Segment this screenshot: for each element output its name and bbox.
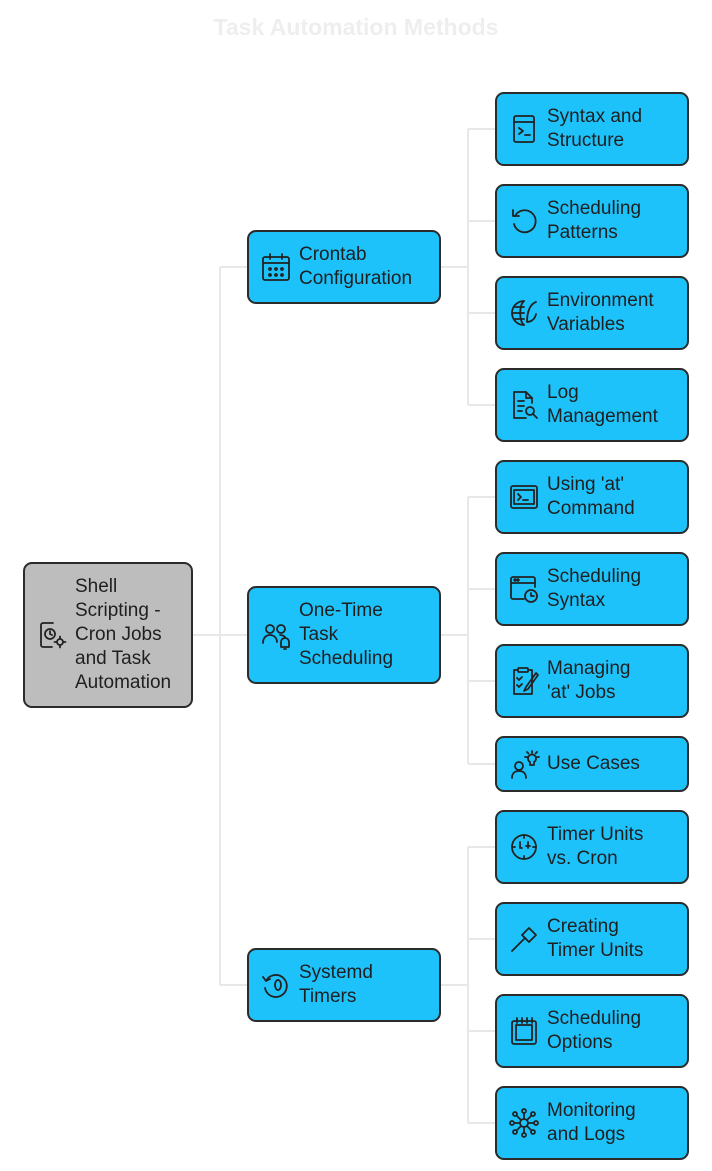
rotate-arrow-icon (507, 204, 541, 238)
leaf-use-cases: Use Cases (495, 736, 689, 792)
network-hub-icon (507, 1106, 541, 1140)
terminal-window-icon (507, 480, 541, 514)
leaf-using-at-command: Using 'at'Command (495, 460, 689, 534)
person-idea-icon (507, 747, 541, 781)
calendar-icon (259, 250, 293, 284)
clock-gear-icon (35, 618, 69, 652)
terminal-file-icon (507, 112, 541, 146)
hammer-icon (507, 922, 541, 956)
compass-clock-icon (507, 830, 541, 864)
leaf-managing-at-jobs: Managing'at' Jobs (495, 644, 689, 718)
notepad-icon (507, 1014, 541, 1048)
leaf-label: Managing'at' Jobs (547, 658, 631, 703)
clipboard-edit-icon (507, 664, 541, 698)
timer-reset-icon (259, 968, 293, 1002)
users-bell-icon (259, 618, 293, 652)
diagram-title: Task Automation Methods (213, 14, 499, 40)
document-search-icon (507, 388, 541, 422)
window-clock-icon (507, 572, 541, 606)
leaf-label: Using 'at'Command (547, 474, 635, 519)
globe-leaf-icon (507, 296, 541, 330)
leaf-label: Use Cases (547, 753, 640, 774)
